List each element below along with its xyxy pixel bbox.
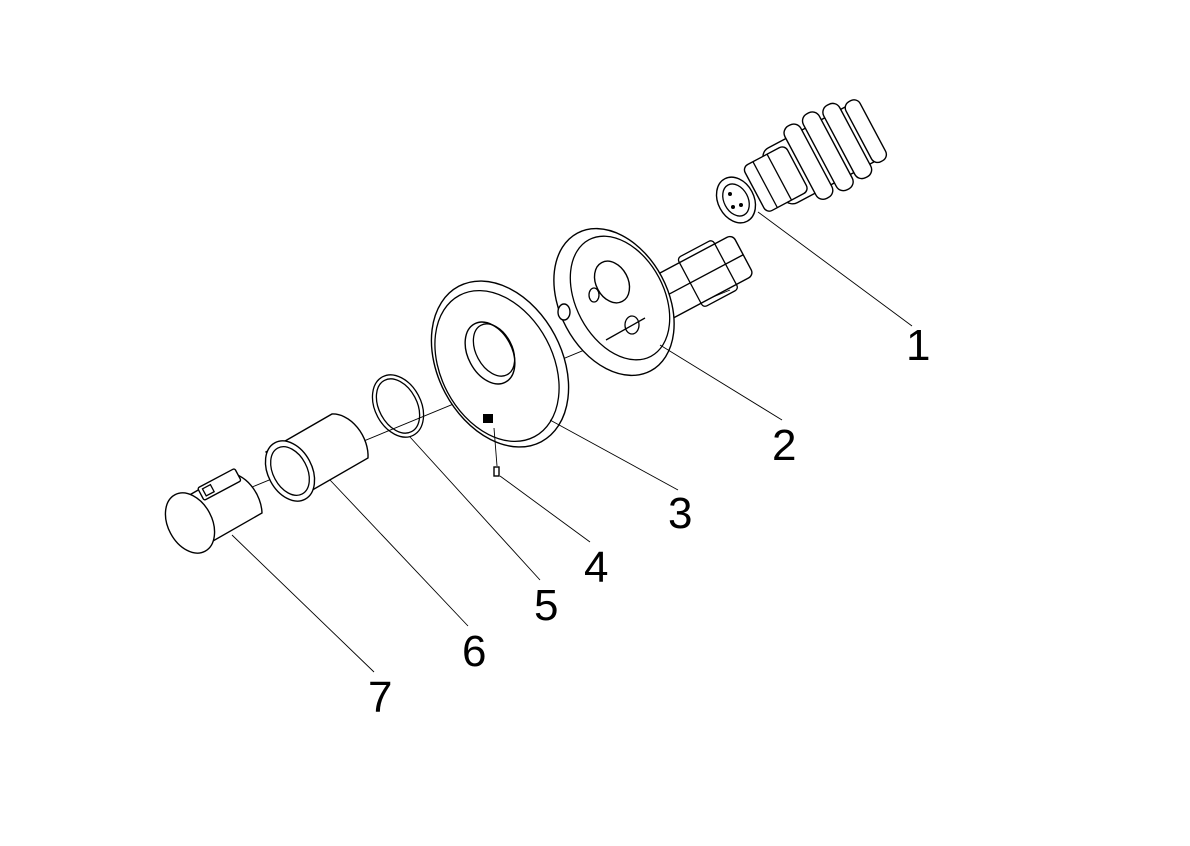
callout-label-4: 4 <box>584 543 609 592</box>
leader-line-7 <box>231 534 375 673</box>
callout-label-2: 2 <box>772 421 797 470</box>
leader-line-5 <box>409 436 541 581</box>
part-1-cartridge <box>715 99 888 224</box>
leader-line-2 <box>659 344 783 421</box>
small-washer <box>557 303 571 321</box>
part-2-mounting-plate <box>553 227 753 377</box>
part-6-sleeve <box>264 413 369 502</box>
callout-label-7: 7 <box>368 673 393 722</box>
leader-line-4 <box>499 475 591 543</box>
callout-label-5: 5 <box>534 581 559 630</box>
leader-line-1 <box>757 211 913 327</box>
leader-line-3 <box>549 419 679 491</box>
part-4-set-screw <box>493 427 500 477</box>
callout-label-1: 1 <box>906 321 931 370</box>
callout-label-3: 3 <box>668 489 693 538</box>
part-3-escutcheon <box>430 280 570 448</box>
part-5-o-ring <box>371 374 425 438</box>
part-7-handle <box>164 468 263 554</box>
callout-label-6: 6 <box>462 627 487 676</box>
leader-line-6 <box>329 479 469 627</box>
